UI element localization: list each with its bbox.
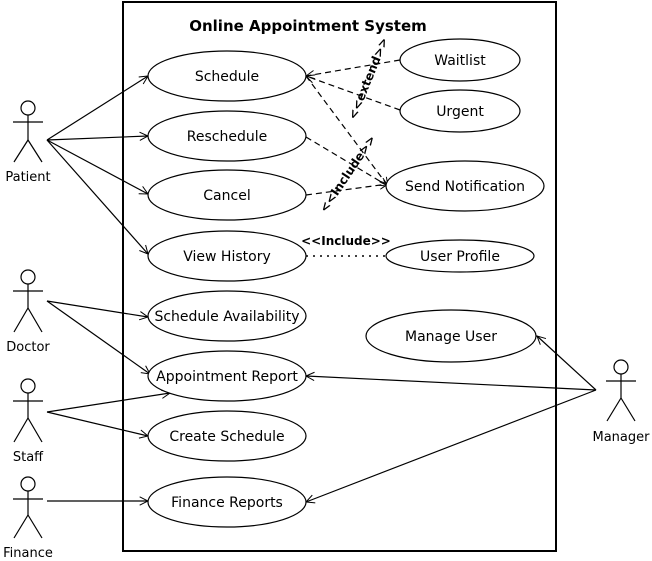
stick-figure-icon — [13, 476, 43, 539]
actor-staff-label: Staff — [13, 450, 44, 465]
actor-patient[interactable]: Patient — [5, 100, 51, 185]
actor-staff[interactable]: Staff — [13, 378, 44, 465]
stick-figure-icon — [13, 100, 43, 163]
actor-finance[interactable]: Finance — [3, 476, 53, 561]
include-profile-label: <<Include>> — [301, 234, 391, 248]
stick-figure-icon — [13, 269, 43, 333]
actor-doctor[interactable]: Doctor — [6, 269, 50, 355]
include-notification-relationships — [305, 75, 388, 196]
use-case-appointment-report-label: Appointment Report — [156, 369, 298, 385]
stick-figure-icon — [13, 378, 43, 443]
use-case-schedule-label: Schedule — [195, 69, 259, 85]
use-case-cancel-label: Cancel — [203, 188, 250, 204]
use-case-schedule-availability[interactable]: Schedule Availability — [147, 290, 307, 342]
use-case-appointment-report[interactable]: Appointment Report — [147, 350, 307, 402]
use-case-manage-user-label: Manage User — [405, 329, 497, 345]
actor-manager[interactable]: Manager — [593, 359, 651, 445]
use-case-send-notification[interactable]: Send Notification — [385, 160, 545, 212]
use-case-view-history[interactable]: View History — [147, 230, 307, 282]
manager-associations — [306, 336, 597, 502]
use-case-urgent-label: Urgent — [436, 104, 484, 120]
system-title: Online Appointment System — [189, 17, 427, 35]
use-case-user-profile-label: User Profile — [420, 249, 500, 265]
use-case-finance-reports-label: Finance Reports — [171, 495, 283, 511]
use-case-user-profile[interactable]: User Profile — [385, 239, 535, 273]
use-case-create-schedule[interactable]: Create Schedule — [147, 410, 307, 462]
use-case-urgent[interactable]: Urgent — [399, 89, 521, 133]
actor-doctor-label: Doctor — [6, 340, 50, 355]
use-case-create-schedule-label: Create Schedule — [169, 429, 284, 445]
use-case-schedule[interactable]: Schedule — [147, 50, 307, 102]
use-case-send-notification-label: Send Notification — [405, 179, 525, 195]
use-case-manage-user[interactable]: Manage User — [365, 309, 537, 363]
use-case-reschedule[interactable]: Reschedule — [147, 110, 307, 162]
use-case-schedule-availability-label: Schedule Availability — [154, 309, 299, 325]
use-case-finance-reports[interactable]: Finance Reports — [147, 476, 307, 528]
doctor-associations — [46, 300, 150, 374]
actor-patient-label: Patient — [5, 170, 50, 185]
use-case-reschedule-label: Reschedule — [187, 129, 267, 145]
use-case-waitlist[interactable]: Waitlist — [399, 38, 521, 82]
patient-associations — [46, 76, 148, 254]
staff-associations — [46, 393, 170, 436]
stick-figure-icon — [606, 359, 636, 422]
use-case-view-history-label: View History — [183, 249, 270, 265]
actor-finance-label: Finance — [3, 546, 53, 561]
use-case-waitlist-label: Waitlist — [434, 53, 486, 69]
actor-manager-label: Manager — [593, 430, 651, 445]
extend-relationships — [306, 59, 401, 111]
use-case-cancel[interactable]: Cancel — [147, 169, 307, 221]
